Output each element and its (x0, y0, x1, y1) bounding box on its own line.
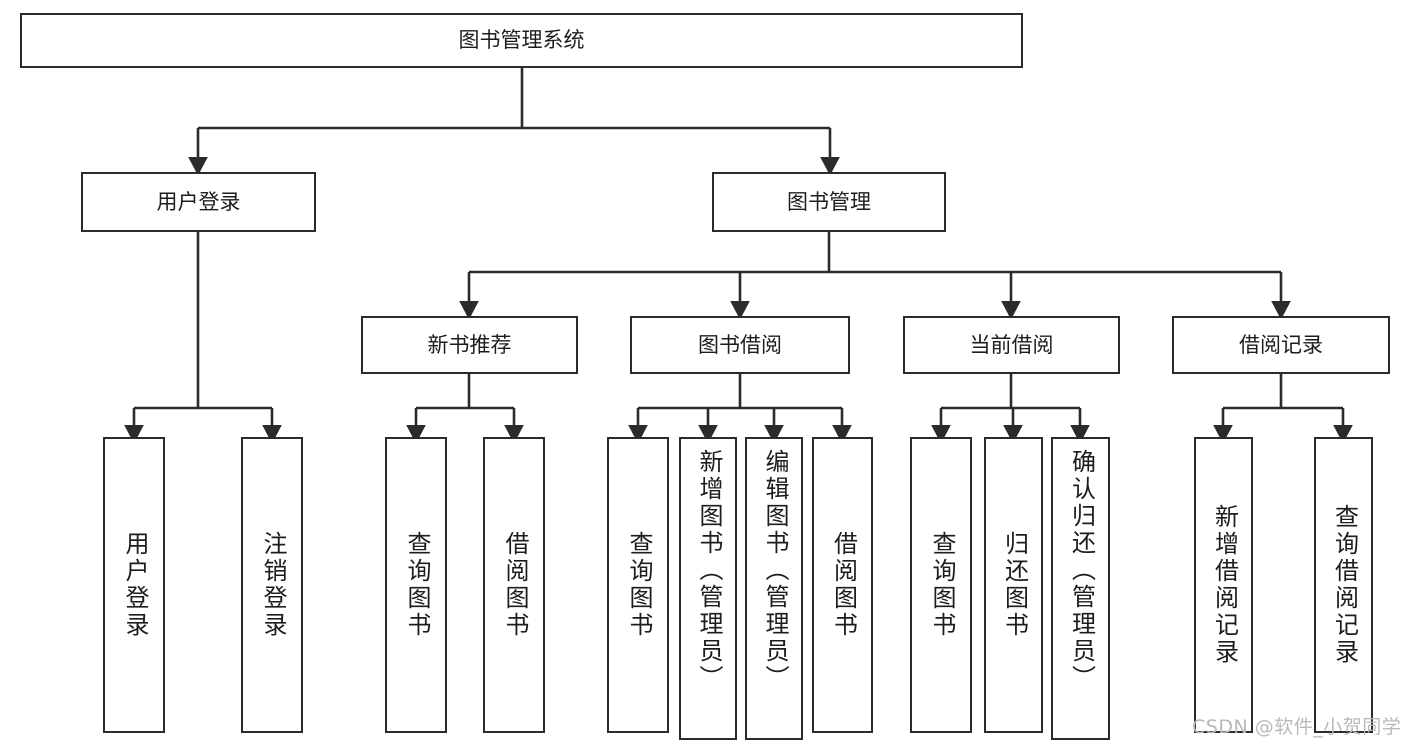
node-label: 图书管理系统 (458, 28, 585, 53)
leaf-borrow-book-recommend[interactable]: 借阅图书 (483, 437, 545, 733)
leaf-add-book-admin[interactable]: 新增图书（管理员） (679, 437, 737, 740)
leaf-query-borrow-record[interactable]: 查询借阅记录 (1314, 437, 1373, 733)
node-book-borrow[interactable]: 图书借阅 (630, 316, 850, 374)
edges-current-to-leaves (931, 374, 1090, 444)
node-label: 图书借阅 (698, 332, 782, 357)
node-label: 查询图书 (927, 531, 956, 639)
csdn-watermark: CSDN @软件_小贺同学 (1192, 716, 1402, 738)
node-label: 查询图书 (624, 531, 653, 639)
edges-bookmgmt-to-level3 (459, 232, 1291, 320)
node-label: 注销登录 (258, 531, 287, 639)
node-label: 查询借阅记录 (1330, 504, 1359, 666)
node-root-system[interactable]: 图书管理系统 (20, 13, 1023, 68)
leaf-logout[interactable]: 注销登录 (241, 437, 303, 733)
node-label: 借阅图书 (500, 531, 529, 639)
leaf-user-login[interactable]: 用户登录 (103, 437, 165, 733)
node-label: 图书管理 (787, 189, 871, 214)
leaf-return-book[interactable]: 归还图书 (984, 437, 1043, 733)
node-label: 新增图书（管理员） (694, 449, 723, 692)
leaf-borrow-book[interactable]: 借阅图书 (812, 437, 873, 733)
node-label: 编辑图书（管理员） (760, 449, 789, 692)
edges-record-to-leaves (1213, 374, 1353, 444)
node-label: 用户登录 (156, 189, 241, 214)
edges-root-to-level2 (188, 68, 840, 176)
leaf-confirm-return-admin[interactable]: 确认归还（管理员） (1051, 437, 1110, 740)
edges-userlogin-to-leaves (124, 232, 282, 444)
node-label: 确认归还（管理员） (1067, 449, 1096, 692)
leaf-query-book-current[interactable]: 查询图书 (910, 437, 972, 733)
leaf-edit-book-admin[interactable]: 编辑图书（管理员） (745, 437, 803, 740)
node-user-login[interactable]: 用户登录 (81, 172, 316, 232)
node-label: 借阅图书 (829, 531, 858, 639)
node-book-management[interactable]: 图书管理 (712, 172, 946, 232)
edges-borrow-to-leaves (628, 374, 852, 444)
node-label: 新增借阅记录 (1210, 504, 1239, 666)
node-borrow-record[interactable]: 借阅记录 (1172, 316, 1390, 374)
leaf-add-borrow-record[interactable]: 新增借阅记录 (1194, 437, 1253, 733)
node-label: 新书推荐 (427, 332, 512, 357)
leaf-query-book-borrow[interactable]: 查询图书 (607, 437, 669, 733)
node-label: 借阅记录 (1239, 332, 1323, 357)
node-label: 当前借阅 (969, 332, 1054, 357)
node-label: 用户登录 (120, 531, 149, 639)
node-label: 查询图书 (402, 531, 431, 639)
node-label: 归还图书 (1000, 531, 1029, 639)
node-new-book-recommend[interactable]: 新书推荐 (361, 316, 578, 374)
node-current-borrow[interactable]: 当前借阅 (903, 316, 1120, 374)
leaf-query-book-recommend[interactable]: 查询图书 (385, 437, 447, 733)
edges-newbook-to-leaves (406, 374, 524, 444)
